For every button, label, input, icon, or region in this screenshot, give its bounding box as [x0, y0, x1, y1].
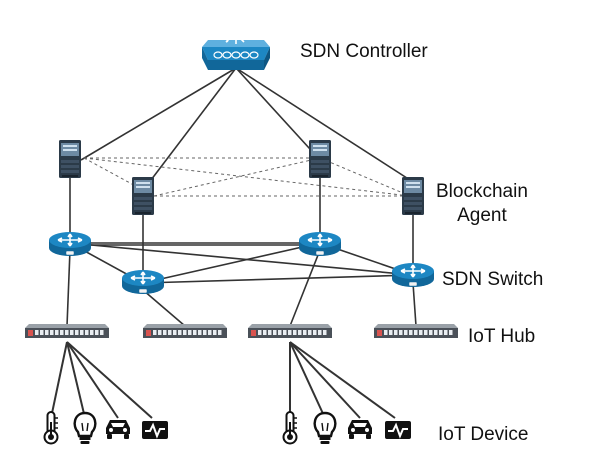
- car-icon: [348, 420, 372, 439]
- blockchain-agent-server-icon: [59, 140, 81, 178]
- thermometer-icon: [43, 411, 59, 445]
- sdn-switch-router-icon: [48, 231, 92, 257]
- iot-device-label: IoT Device: [438, 424, 529, 445]
- controller-links: [80, 67, 411, 181]
- switch-mesh: [69, 242, 414, 284]
- iot-hub-icon: [374, 324, 458, 338]
- pulse-monitor-icon: [141, 420, 169, 440]
- agent-switch-links: [69, 178, 414, 278]
- lightbulb-icon: [313, 411, 337, 446]
- iot-hub-icon: [248, 324, 332, 338]
- switch-hub-links: [66, 249, 417, 327]
- sdn-switch-router-icon: [298, 231, 342, 257]
- blockchain-agent-label-line2: Agent: [457, 204, 507, 226]
- car-icon: [106, 420, 130, 439]
- blockchain-agent-server-icon: [402, 177, 424, 215]
- iot-hub-icon: [143, 324, 227, 338]
- sdn-switch-label: SDN Switch: [442, 269, 544, 290]
- blockchain-agent-label: Blockchain Agent: [436, 180, 528, 228]
- thermometer-icon: [282, 411, 298, 445]
- hub-device-links: [50, 341, 396, 419]
- sdn-controller-label: SDN Controller: [300, 41, 428, 62]
- iot-hub-icon: [25, 324, 109, 338]
- lightbulb-icon: [73, 411, 97, 446]
- iot-hub-label: IoT Hub: [468, 326, 536, 347]
- blockchain-agent-server-icon: [309, 140, 331, 178]
- sdn-controller-icon: [202, 37, 270, 70]
- blockchain-agent-label-line1: Blockchain: [436, 181, 528, 202]
- sdn-switch-router-icon: [391, 262, 435, 288]
- pulse-monitor-icon: [384, 420, 412, 440]
- sdn-switch-router-icon: [121, 269, 165, 295]
- blockchain-agent-server-icon: [132, 177, 154, 215]
